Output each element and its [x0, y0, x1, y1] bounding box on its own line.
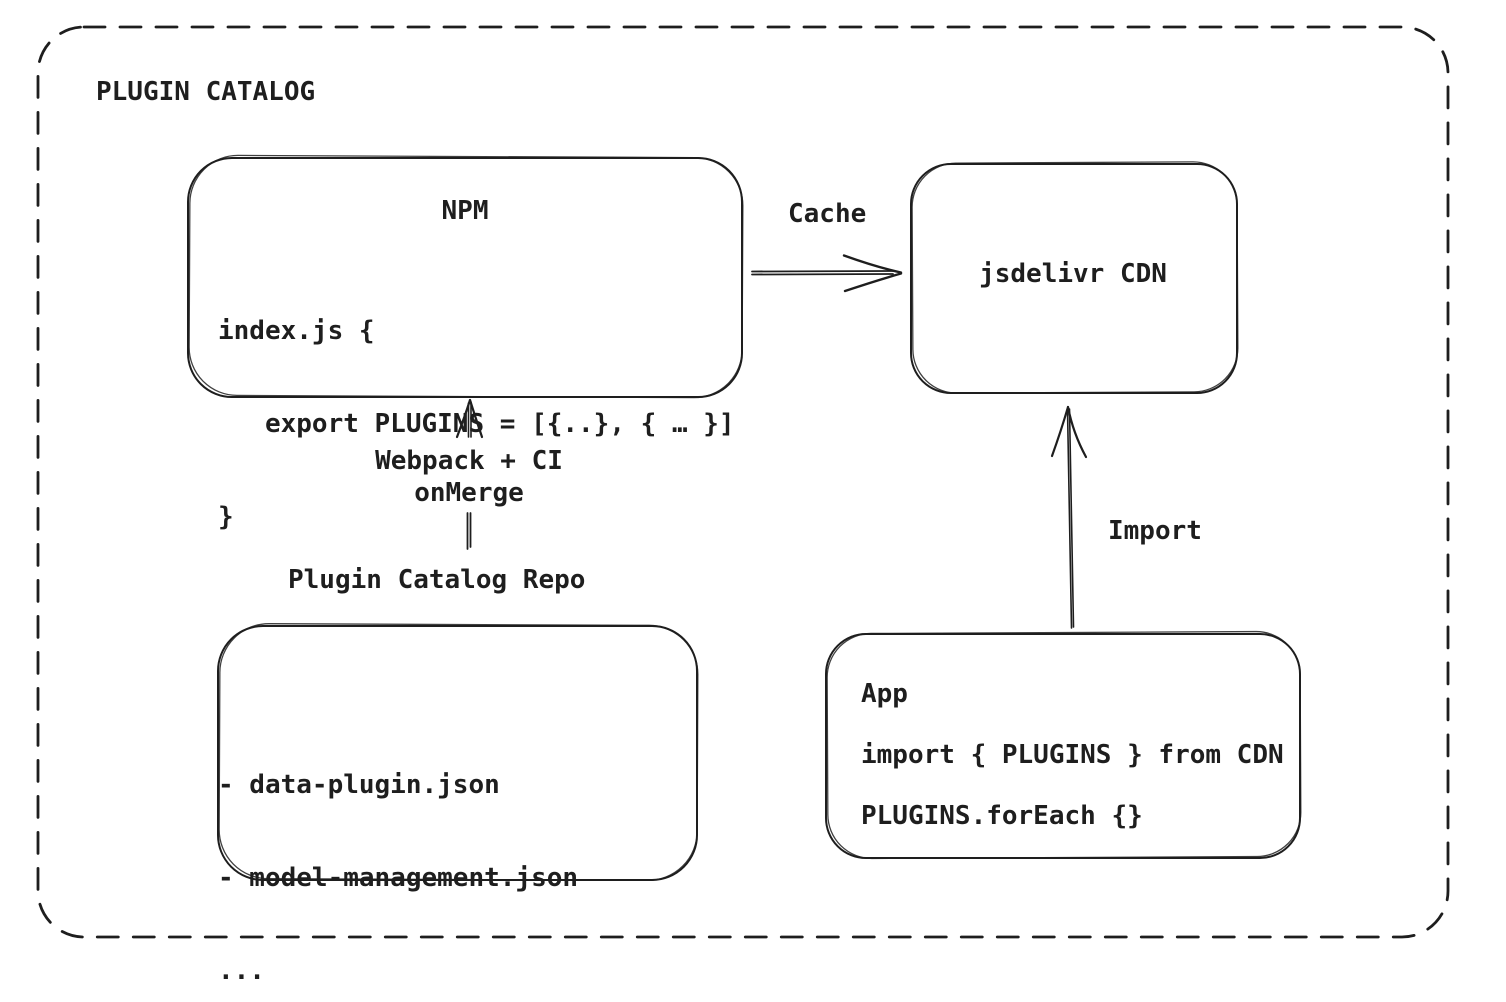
cdn-box	[910, 161, 1239, 394]
npm-code-line-3: }	[218, 502, 234, 532]
webpack-arrow-label-line1: Webpack + CI	[375, 446, 563, 476]
npm-code-line-1: index.js {	[218, 316, 375, 346]
app-box	[825, 630, 1302, 860]
repo-item-2: - model-management.json	[218, 863, 579, 893]
app-code-line-2: PLUGINS.forEach {}	[861, 801, 1143, 831]
diagram-title: PLUGIN CATALOG	[96, 77, 316, 107]
app-box-title: App	[861, 679, 908, 709]
repo-item-1: - data-plugin.json	[218, 770, 500, 800]
cache-arrow-label: Cache	[788, 199, 867, 229]
npm-box-title: NPM	[441, 196, 489, 226]
repo-box	[217, 623, 699, 881]
webpack-arrow-label-line2: onMerge	[414, 478, 524, 508]
cdn-box-label: jsdelivr CDN	[979, 259, 1167, 289]
npm-box	[187, 154, 744, 399]
import-arrow	[1050, 405, 1088, 629]
repo-item-3: ...	[218, 956, 265, 986]
repo-label: Plugin Catalog Repo	[288, 565, 586, 595]
import-arrow-label: Import	[1108, 516, 1202, 546]
cache-arrow	[751, 254, 903, 293]
webpack-arrow	[455, 398, 484, 550]
app-code-line-1: import { PLUGINS } from CDN	[861, 740, 1284, 770]
repo-items: - data-plugin.json - model-management.js…	[218, 708, 578, 1002]
